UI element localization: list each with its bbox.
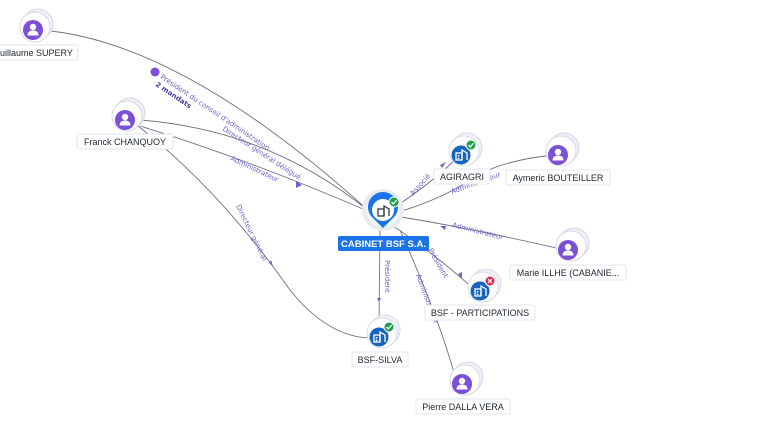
edge-guillaume-center [39, 29, 371, 213]
person-node-pierre[interactable]: Pierre DALLA VERA [415, 361, 511, 415]
edges [39, 29, 566, 381]
edge-label-marie: Administrateur [452, 221, 505, 241]
arrow-franck-silva [269, 260, 273, 266]
person-label-franck: Franck CHANQUOY [84, 137, 166, 147]
company-node-agiragri[interactable]: AGIRAGRI [433, 132, 491, 185]
person-label-guillaume: uillaume SUPERY [0, 48, 73, 58]
arrow-center-bsfpart [458, 272, 462, 279]
person-label-pierre: Pierre DALLA VERA [422, 402, 504, 412]
edge-center-bsfpart [389, 223, 476, 291]
company-label-bsf-participations: BSF - PARTICIPATIONS [431, 308, 529, 318]
edge-marie-center [394, 215, 566, 251]
company-label-agiragri: AGIRAGRI [440, 172, 484, 182]
company-icon [377, 204, 390, 217]
person-label-marie: Marie ILLHE (CABANIE... [517, 268, 620, 278]
person-node-guillaume[interactable]: uillaume SUPERY [0, 8, 79, 61]
edge-label-guillaume-role: Président du conseil d'administration [159, 73, 271, 152]
person-node-marie[interactable]: Marie ILLHE (CABANIE... [509, 227, 627, 281]
person-label-aymeric: Aymeric BOUTEILLER [513, 173, 604, 183]
center-label: CABINET BSF S.A. [341, 239, 426, 250]
edge-label-center-bsfpart: Président [426, 247, 449, 279]
arrow-guillaume [296, 181, 302, 188]
edge-label-center-silva: Président [383, 260, 391, 293]
edge-label-franck-silva: Directeur général [234, 203, 268, 262]
company-node-bsf-silva[interactable]: BSF-SILVA [351, 314, 409, 368]
mandates-badge-icon [150, 67, 160, 77]
edge-labels: Président du conseil d'administration 2 … [150, 67, 505, 325]
center-node-cabinet-bsf[interactable]: CABINET BSF S.A. [338, 189, 429, 251]
arrow-center-agiragri [440, 162, 446, 168]
company-node-bsf-participations[interactable]: BSF - PARTICIPATIONS [424, 268, 536, 321]
arrow-center-silva [377, 298, 381, 302]
person-node-franck[interactable]: Franck CHANQUOY [76, 97, 174, 150]
company-label-bsf-silva: BSF-SILVA [358, 355, 403, 365]
edge-label-center-agiragri: Associé [409, 172, 433, 197]
person-node-aymeric[interactable]: Aymeric BOUTEILLER [505, 132, 611, 186]
edge-franck-silva [137, 125, 377, 339]
edge-franck-center-1 [139, 119, 371, 213]
arrow-marie [440, 226, 446, 230]
